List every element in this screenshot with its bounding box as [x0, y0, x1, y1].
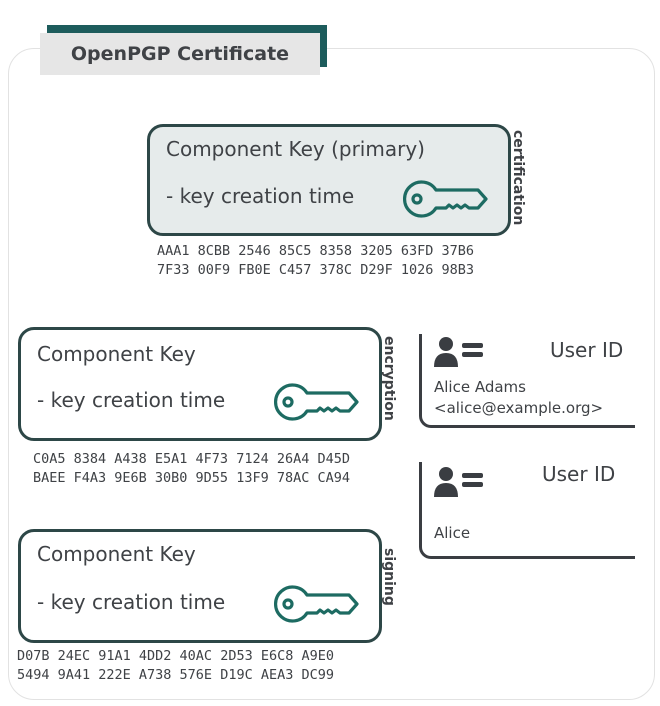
- user-card-icon: [434, 336, 484, 368]
- signing-key-box: Component Key - key creation time: [18, 529, 382, 643]
- user-name: Alice Adams: [434, 378, 526, 396]
- user-id-value: Alice Adams <alice@example.org>: [434, 377, 603, 419]
- fingerprint-line: 5494 9A41 222E A738 576E D19C AEA3 DC99: [17, 667, 334, 683]
- signing-fingerprint: D07B 24EC 91A1 4DD2 40AC 2D53 E6C8 A9E0 5…: [17, 647, 334, 685]
- certificate-title: OpenPGP Certificate: [40, 33, 320, 75]
- key-icon: [402, 179, 490, 219]
- signing-key-detail: - key creation time: [37, 590, 226, 614]
- fingerprint-line: BAEE F4A3 9E6B 30B0 9D55 13F9 78AC CA94: [33, 470, 350, 486]
- primary-key-title: Component Key (primary): [166, 137, 425, 161]
- encryption-key-detail: - key creation time: [37, 388, 226, 412]
- user-id-title: User ID: [542, 462, 616, 486]
- fingerprint-line: C0A5 8384 A438 E5A1 4F73 7124 26A4 D45D: [33, 451, 350, 467]
- fingerprint-line: 7F33 00F9 FB0E C457 378C D29F 1026 98B3: [157, 262, 474, 278]
- encryption-key-title: Component Key: [37, 342, 196, 366]
- user-email: <alice@example.org>: [434, 399, 604, 417]
- user-id-box: User ID Alice: [419, 462, 635, 559]
- signing-usage-label: signing: [381, 548, 397, 606]
- primary-fingerprint: AAA1 8CBB 2546 85C5 8358 3205 63FD 37B6 7…: [157, 242, 474, 280]
- signing-key-title: Component Key: [37, 542, 196, 566]
- fingerprint-line: D07B 24EC 91A1 4DD2 40AC 2D53 E6C8 A9E0: [17, 648, 334, 664]
- user-name: Alice: [434, 524, 471, 542]
- user-card-icon: [434, 466, 484, 498]
- primary-usage-label: certification: [510, 130, 526, 226]
- fingerprint-line: AAA1 8CBB 2546 85C5 8358 3205 63FD 37B6: [157, 243, 474, 259]
- key-icon: [273, 382, 361, 422]
- encryption-fingerprint: C0A5 8384 A438 E5A1 4F73 7124 26A4 D45D B…: [33, 450, 350, 488]
- user-id-value: Alice: [434, 523, 470, 544]
- user-id-title: User ID: [550, 338, 624, 362]
- encryption-usage-label: encryption: [381, 336, 397, 421]
- user-id-box: User ID Alice Adams <alice@example.org>: [419, 334, 635, 428]
- encryption-key-box: Component Key - key creation time: [18, 327, 382, 441]
- certificate-container: [8, 48, 655, 700]
- primary-key-box: Component Key (primary) - key creation t…: [147, 124, 511, 236]
- key-icon: [273, 584, 361, 624]
- primary-key-detail: - key creation time: [166, 184, 355, 208]
